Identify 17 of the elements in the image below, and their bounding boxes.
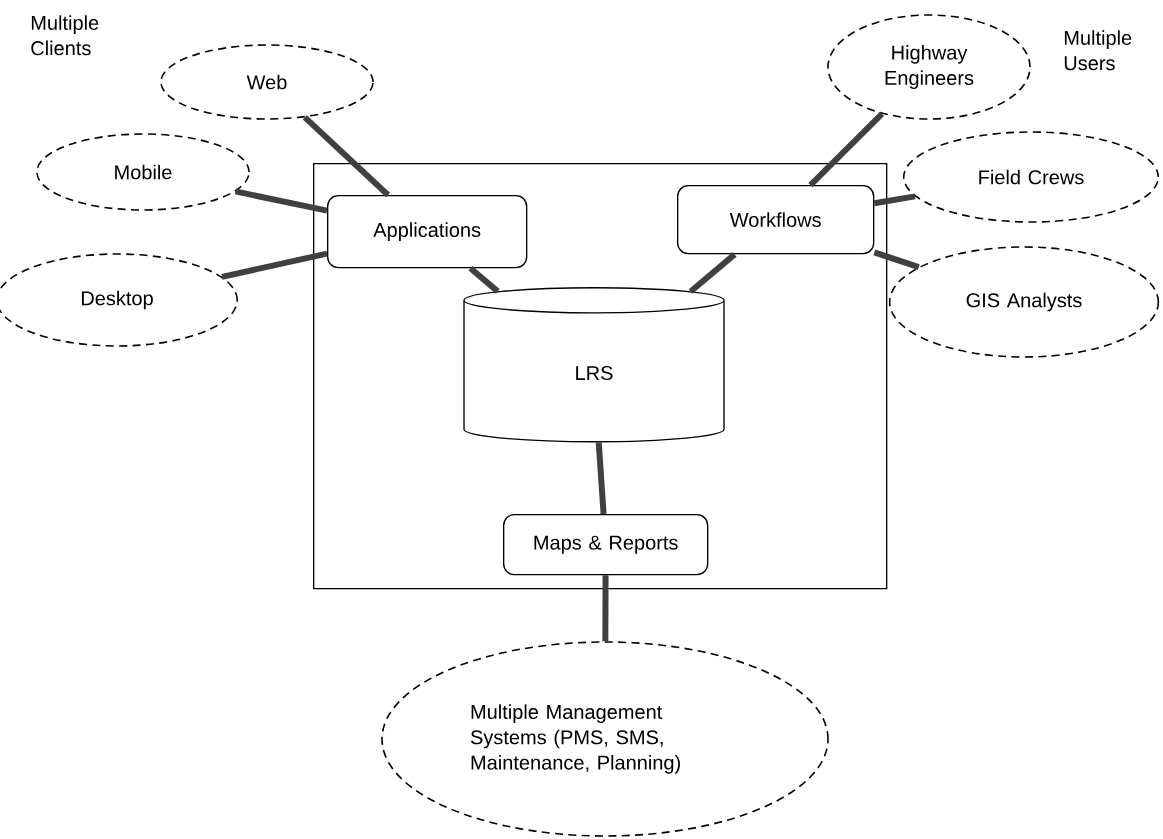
group-label: Multiple Clients bbox=[31, 15, 99, 56]
connector-line bbox=[234, 188, 328, 214]
rounded-box: Maps & Reports bbox=[503, 514, 709, 576]
connector-line bbox=[302, 115, 391, 198]
connector-line bbox=[468, 266, 500, 294]
connector-line bbox=[595, 442, 607, 515]
connector-line bbox=[602, 575, 609, 642]
connector-line bbox=[221, 250, 328, 280]
rounded-box: Workflows bbox=[677, 185, 875, 255]
connector-line bbox=[688, 252, 737, 294]
connector-line bbox=[873, 193, 916, 207]
database-cylinder: LRS bbox=[463, 287, 725, 443]
group-label: Multiple Users bbox=[1064, 30, 1132, 71]
connector-line bbox=[808, 111, 885, 188]
connector-line bbox=[873, 249, 920, 270]
rounded-box: Applications bbox=[327, 195, 528, 269]
frame-box bbox=[313, 163, 888, 590]
